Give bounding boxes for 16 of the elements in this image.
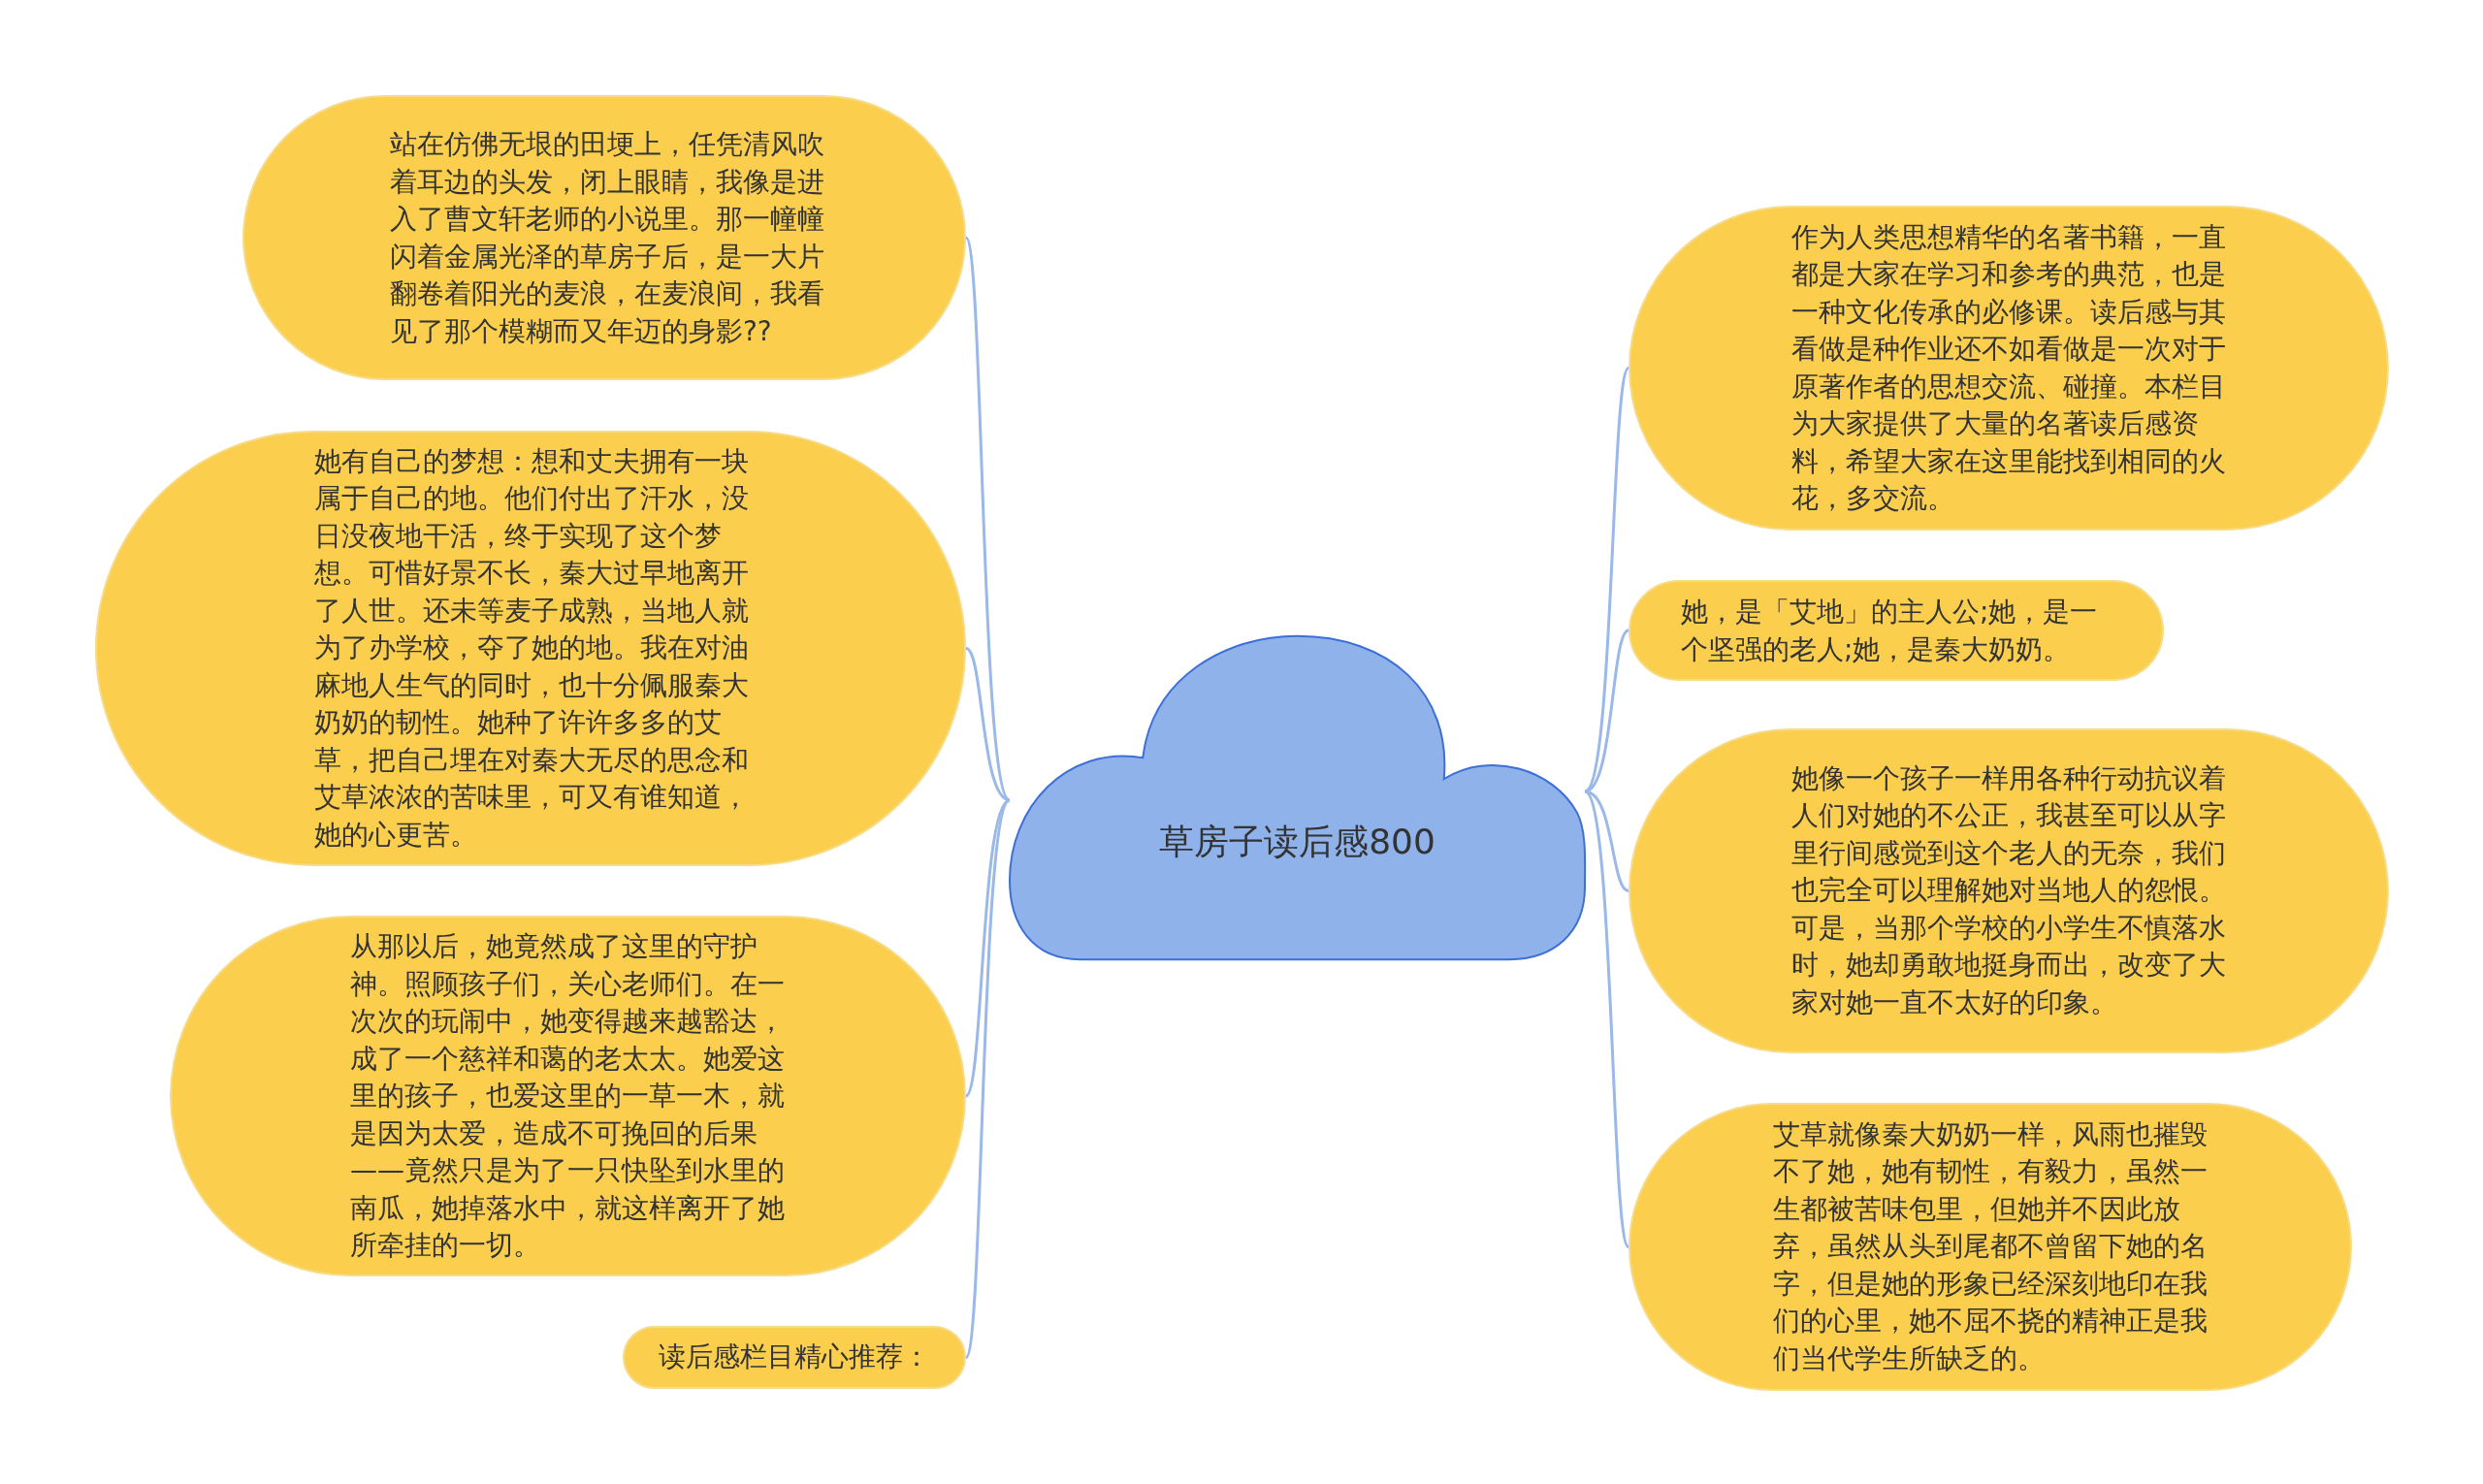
topic-text: 她像一个孩子一样用各种行动抗议着人们对她的不公正，我甚至可以从字里行间感觉到这个老人的无奈，我们也完全可以理解她对当地人的怨恨。可是，当那个学校的小学生不慎落水时，她却勇敢地挺身而出，改变了大家对她一直不太好的印象。 [1791, 760, 2226, 1020]
topic-text: 草房子读后感800 [1158, 821, 1436, 863]
connector-line [964, 799, 1012, 1358]
topic-text: 她，是「艾地」的主人公;她，是一个坚强的老人;她，是秦大奶奶。 [1681, 594, 2099, 666]
connector-line [1584, 629, 1629, 793]
topic-text: 读后感栏目精心推荐： [658, 1339, 931, 1375]
topic-text: 作为人类思想精华的名著书籍，一直都是大家在学习和参考的典范，也是一种文化传承的必修课。读后感与其看做是种作业还不如看做是一次对于原著作者的思想交流、碰撞。本栏目为大家提供了大量的名著读后感资料，希望大家在这里能找到相同的火花，多交流。 [1791, 219, 2226, 516]
connector-line [965, 647, 1011, 802]
topic-text: 艾草就像秦大奶奶一样，风雨也摧毁不了她，她有韧性，有毅力，虽然一生都被苦味包里，但她并不因此放弃，虽然从头到尾都不曾留下她的名字，但是她的形象已经深刻地印在我们的心里，她不屈不挠的精神正是我们当代学生所缺乏的。 [1773, 1116, 2208, 1376]
topic-text: 站在仿佛无垠的田埂上，任凭清风吹着耳边的头发，闭上眼睛，我像是进入了曹文轩老师的小说里。那一幢幢闪着金属光泽的草房子后，是一大片翻卷着阳光的麦浪，在麦浪间，我看见了那个模糊而又年迈的身影?? [390, 126, 824, 348]
connector-line [1583, 790, 1630, 1248]
connector-line [964, 798, 1011, 1097]
topic-text: 从那以后，她竟然成了这里的守护神。照顾孩子们，关心老师们。在一次次的玩闹中，她变得越来越豁达，成了一个慈祥和蔼的老太太。她爱这里的孩子，也爱这里的一草一木，就是因为太爱，造成不可挽回的后果——竟然只是为了一只快坠到水里的南瓜，她掉落水中，就这样离开了她所牵挂的一切。 [350, 928, 785, 1263]
topic-bubble [623, 1326, 966, 1389]
topic-text: 她有自己的梦想：想和丈夫拥有一块属于自己的地。他们付出了汗水，没日没夜地干活，终于实现了这个梦想。可惜好景不长，秦大过早地离开了人世。还未等麦子成熟，当地人就为了办学校，夺了她的地。我在对油麻地人生气的同时，也十分佩服秦大奶奶的韧性。她种了许许多多的艾草，把自己埋在对秦大无尽的思念和艾草浓浓的苦味里，可又有谁知道，她的心更苦。 [314, 443, 749, 853]
cloud-shape [1008, 633, 1587, 963]
